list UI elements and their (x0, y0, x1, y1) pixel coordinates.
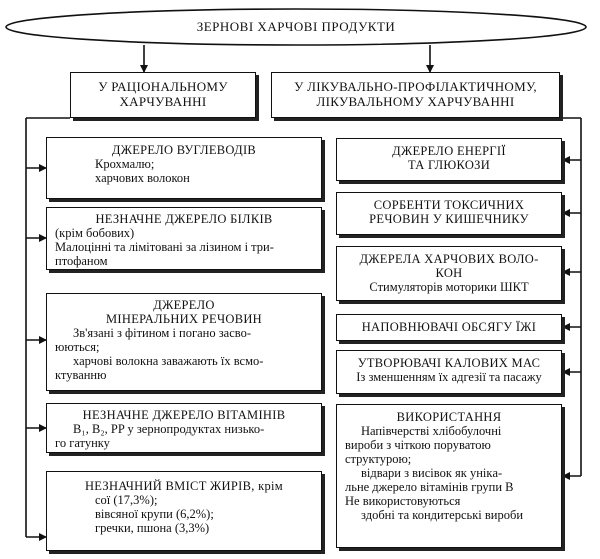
box-line: Напівчерстві хлібобулочні (361, 424, 502, 438)
box-food-volume-fillers: НАПОВНЮВАЧІ ОБСЯГУ ЇЖІ (336, 314, 562, 341)
box-line: го гатунку (55, 436, 110, 450)
right-header-line: У ЛІКУВАЛЬНО-ПРОФІЛАКТИЧНОМУ, (294, 79, 537, 94)
box-sorbents: СОРБЕНТИ ТОКСИЧНИХ РЕЧОВИН У КИШЕЧНИКУ (336, 192, 562, 235)
box-title: ДЖЕРЕЛО ВУГЛЕВОДІВ (111, 143, 257, 157)
box-title: ТА ГЛЮКОЗИ (407, 158, 491, 172)
box-title: УТВОРЮВАЧІ КАЛОВИХ МАС (357, 356, 541, 370)
title-ellipse (5, 8, 587, 46)
box-title: КОН (435, 266, 463, 280)
box-line: юються; (55, 340, 100, 354)
box-carbohydrates: ДЖЕРЕЛО ВУГЛЕВОДІВ Крохмалю; харчових во… (46, 137, 322, 199)
box-title: НЕЗНАЧНИЙ ВМІСТ ЖИРІВ, крім (84, 479, 283, 493)
right-header-box: У ЛІКУВАЛЬНО-ПРОФІЛАКТИЧНОМУ, ЛІКУВАЛЬНО… (271, 72, 560, 118)
left-header-box: У РАЦІОНАЛЬНОМУ ХАРЧУВАННІ (70, 72, 256, 118)
box-title: ДЖЕРЕЛО ЕНЕРГІЇ (392, 144, 506, 158)
box-title: СОРБЕНТИ ТОКСИЧНИХ (373, 198, 525, 212)
box-line: птофаном (55, 254, 108, 268)
box-proteins: НЕЗНАЧНЕ ДЖЕРЕЛО БІЛКІВ (крім бобових) М… (46, 207, 322, 270)
box-line: здобні та кондитерські вироби (361, 508, 524, 522)
box-line: харчові волокна заважають їх всмо- (73, 354, 264, 368)
box-line: Не використовуються (345, 494, 461, 508)
box-dietary-fiber: ДЖЕРЕЛА ХАРЧОВИХ ВОЛО- КОН Стимуляторів … (336, 246, 562, 301)
box-line: сої (17,3%); (95, 493, 158, 507)
box-title: ДЖЕРЕЛО (153, 298, 215, 312)
box-line: відвари з висівок як унікa- (361, 466, 503, 480)
box-usage: ВИКОРИСТАННЯ Напівчерстві хлібобулочні в… (336, 404, 562, 548)
box-line: вівсяної крупи (6,2%); (95, 507, 214, 521)
box-line: ктуванню (55, 368, 107, 382)
box-title: РЕЧОВИН У КИШЕЧНИКУ (369, 212, 529, 226)
box-title: НЕЗНАЧНЕ ДЖЕРЕЛО ВІТАМІНІВ (82, 408, 286, 422)
box-title: ВИКОРИСТАННЯ (396, 410, 502, 424)
box-line: вироби з чіткою поруватою (345, 438, 491, 452)
box-title: ДЖЕРЕЛА ХАРЧОВИХ ВОЛО- (359, 252, 539, 266)
diagram-title: ЗЕРНОВІ ХАРЧОВІ ПРОДУКТИ (196, 19, 396, 34)
box-fats: НЕЗНАЧНИЙ ВМІСТ ЖИРІВ, крім сої (17,3%);… (46, 471, 322, 551)
box-line: харчових волокон (95, 171, 190, 185)
box-line: Із зменшенням їх адгезії та пасажу (356, 370, 542, 384)
box-title: НАПОВНЮВАЧІ ОБСЯГУ ЇЖІ (361, 320, 537, 334)
box-line: гречки, пшона (3,3%) (95, 521, 210, 535)
box-fecal-mass-formers: УТВОРЮВАЧІ КАЛОВИХ МАС Із зменшенням їх … (336, 350, 562, 394)
left-header-line: У РАЦІОНАЛЬНОМУ (98, 79, 228, 94)
box-title: НЕЗНАЧНЕ ДЖЕРЕЛО БІЛКІВ (95, 212, 273, 226)
box-title: МІНЕРАЛЬНИХ РЕЧОВИН (105, 312, 262, 326)
box-energy-glucose: ДЖЕРЕЛО ЕНЕРГІЇ ТА ГЛЮКОЗИ (336, 138, 562, 181)
box-line: структурою; (345, 452, 412, 466)
left-header-line: ХАРЧУВАННІ (119, 94, 207, 109)
box-vitamins: НЕЗНАЧНЕ ДЖЕРЕЛО ВІТАМІНІВ B₁, B₂, PP у … (46, 403, 322, 453)
box-line: B₁, B₂, PP у зернопродуктах низько- (73, 422, 265, 436)
box-line: (крім бобових) (55, 226, 135, 240)
box-line: льне джерело вітамінів групи В (345, 480, 514, 494)
box-line: Стимуляторів моторики ШКТ (369, 280, 529, 294)
box-line: Малоцінні та лімітовані за лізином і три… (55, 240, 274, 254)
box-minerals: ДЖЕРЕЛО МІНЕРАЛЬНИХ РЕЧОВИН Зв'язані з ф… (46, 293, 322, 391)
box-line: Крохмалю; (95, 157, 155, 171)
right-header-line: ЛІКУВАЛЬНОМУ ХАРЧУВАННІ (316, 94, 515, 109)
box-line: Зв'язані з фітином і погано засво- (73, 326, 252, 340)
